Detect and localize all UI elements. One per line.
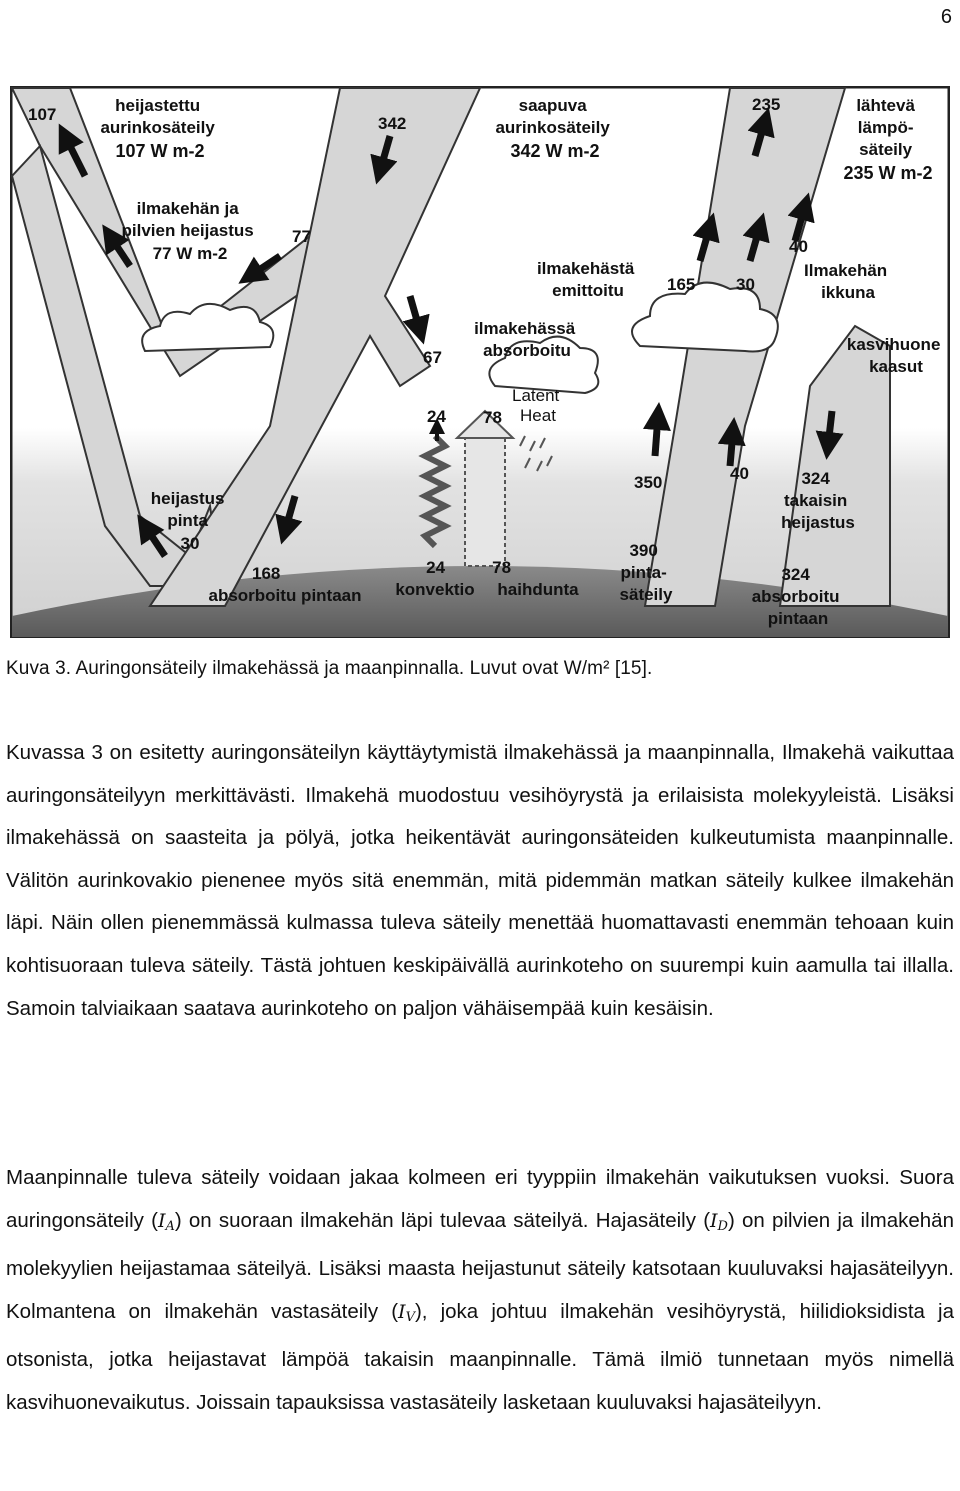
arrow-350 [642,402,671,457]
label-atmospheric-window: Ilmakehän ikkuna [804,261,892,302]
rain-lines [519,435,553,472]
label-emitted-atmosphere: ilmakehästä emittoitu [537,259,639,300]
arrow-165 [692,212,720,262]
arrow-168 [275,495,303,545]
back-radiation-band [778,324,891,607]
paragraph-2-text-1: Maanpinnalle tuleva säteily voidaan jaka… [6,1166,954,1232]
symbol-diffuse-radiation: ID [710,1209,728,1234]
symbol-back-radiation: IV [398,1300,415,1325]
paragraph-2-text-3: ) on pilvien ja ilmakehän molekyylien he… [6,1208,954,1323]
page-number: 6 [940,6,952,28]
value-165: 165 [667,275,695,294]
label-absorbed-surface-right: 324 absorboitu pintaan [752,565,845,628]
body-paragraph-2: Maanpinnalle tuleva säteily voidaan jaka… [6,1157,954,1425]
arrow-atm-reflect [102,224,133,268]
label-outgoing-longwave: lähtevä lämpö- säteily 235 W m-2 [843,96,932,183]
cloud-right [631,281,779,353]
label-convection: 24 konvektio [395,558,474,599]
arrow-40-top [787,192,815,242]
label-surface-reflection: heijastus pinta 30 [151,489,229,553]
label-evaporation: 78 haihdunta [492,558,579,599]
value-107: 107 [28,105,56,124]
arrow-67 [402,295,430,345]
value-77: 77 [292,227,311,246]
incoming-solar-band [148,87,482,607]
label-absorbed-atmosphere: ilmakehässä absorboitu [474,319,580,360]
label-greenhouse-gases: kasvihuone kaasut [847,335,945,376]
value-67: 67 [423,348,442,367]
label-back-radiation: 324 takaisin heijastus [781,469,855,532]
paragraph-2-text-4: ), joka johtuu ilmakehän vesihöyrystä, h… [6,1299,954,1414]
label-absorbed-surface: 168 absorboitu pintaan [209,564,362,605]
cloud-left [141,303,275,353]
label-reflected-atmosphere: ilmakehän ja pilvien heijastus 77 W m-2 [122,199,259,263]
arrow-30 [742,212,770,262]
value-40-top: 40 [789,237,808,256]
evaporation-arrow-head [454,409,516,439]
value-40-bottom: 40 [730,464,749,483]
arrow-324 [815,410,844,460]
value-235: 235 [752,95,780,114]
figure-caption: Kuva 3. Auringonsäteily ilmakehässä ja m… [6,658,653,679]
arrow-reflected [58,123,89,178]
value-342: 342 [378,114,406,133]
convection-zigzag [418,433,452,549]
arrow-outgoing [747,107,775,157]
arrow-40-bottom [717,417,746,467]
label-incoming-solar: saapuva aurinkosäteily 342 W m-2 [495,96,614,161]
arrow-incoming [370,135,398,185]
energy-balance-diagram: heijastettu aurinkosäteily 107 W m-2 saa… [10,86,950,638]
label-reflected-solar: heijastettu aurinkosäteily 107 W m-2 [100,96,219,161]
value-30: 30 [736,275,755,294]
value-350: 350 [634,473,662,492]
label-surface-radiation: 390 pinta- säteily [620,541,673,604]
evaporation-column [464,435,506,567]
body-paragraph-1: Kuvassa 3 on esitetty auringonsäteilyn k… [6,741,954,1020]
arrow-surface-reflection [137,514,168,558]
symbol-direct-radiation: IA [157,1209,175,1234]
value-78: 78 [483,408,502,427]
arrow-reflect-cloud [238,253,282,284]
value-24: 24 [427,407,446,426]
paragraph-2-text-2: ) on suoraan ilmakehän läpi tulevaa säte… [174,1208,711,1232]
label-latent-heat: Latent Heat [512,386,564,425]
cloud-center [488,335,600,395]
